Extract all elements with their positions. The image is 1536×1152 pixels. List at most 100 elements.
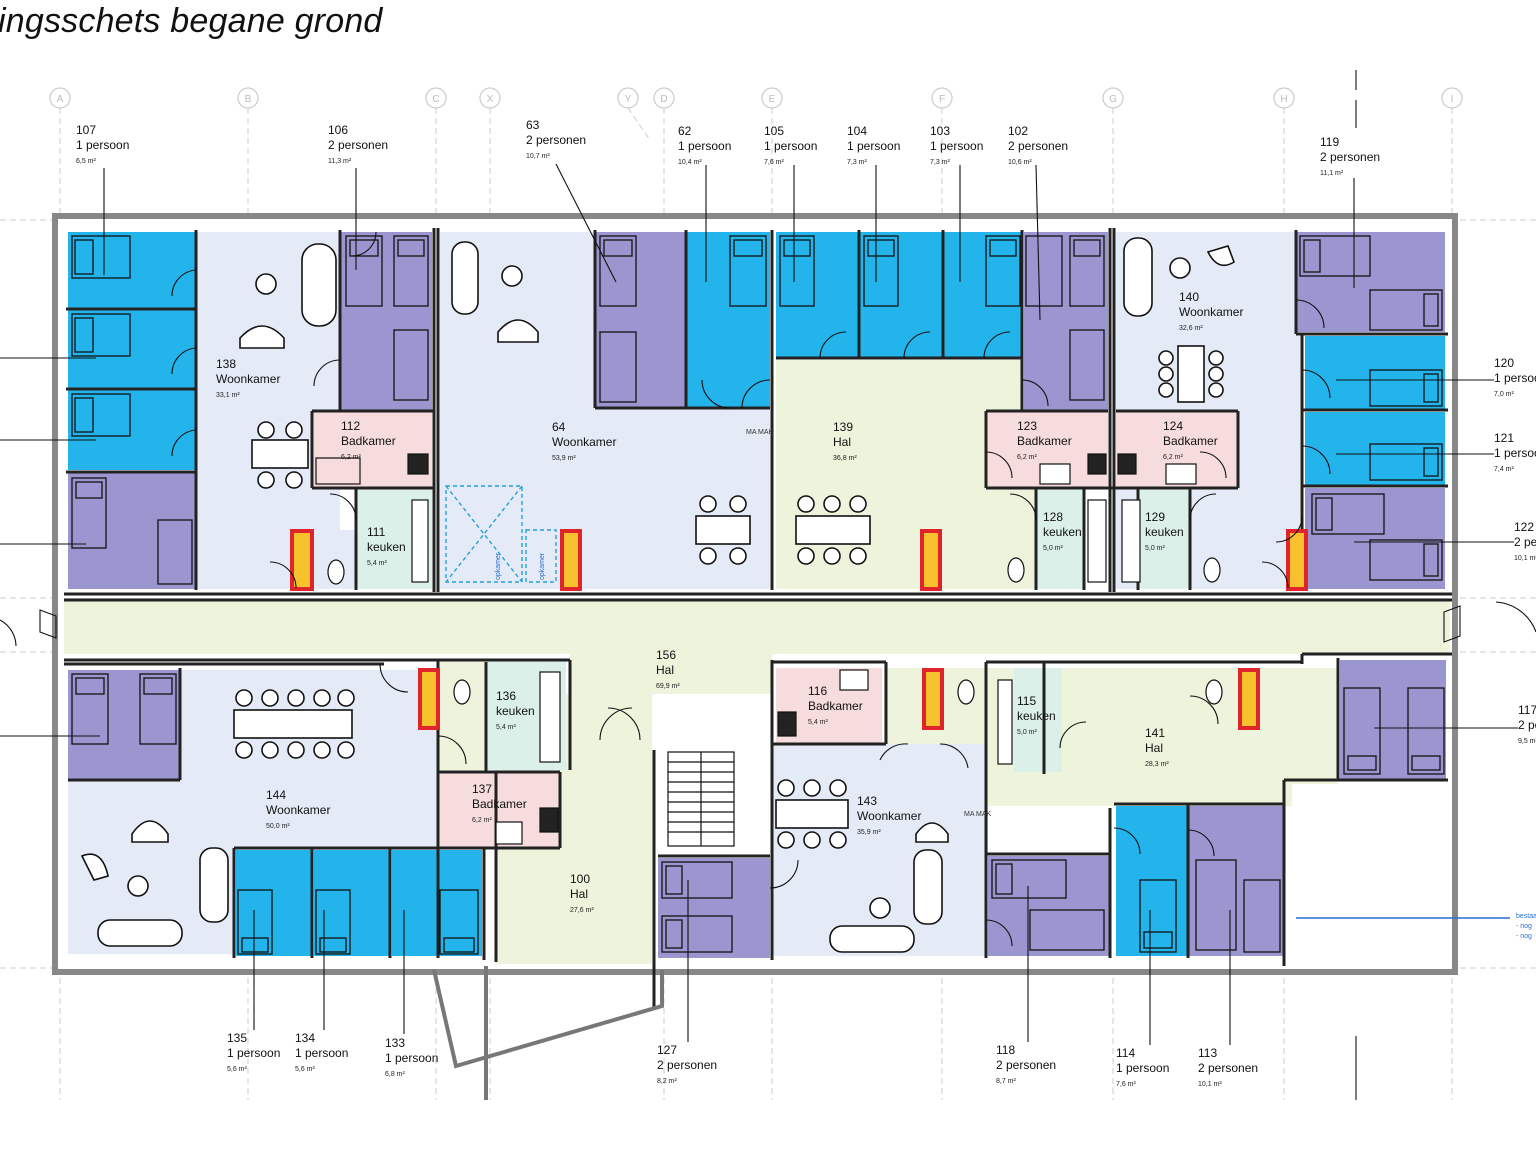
room-name: 1 persoon	[1116, 1061, 1169, 1075]
room-name: 1 persoon	[227, 1046, 280, 1060]
grid-label-A: A	[57, 94, 64, 105]
room-area: 6,2 m²	[472, 817, 493, 824]
room-area: 53,9 m²	[552, 455, 576, 462]
lift-void	[445, 485, 557, 583]
grid-label-D: D	[660, 94, 667, 105]
room-area: 6,8 m²	[385, 1071, 406, 1078]
furniture	[80, 237, 1235, 953]
room-number: 144	[266, 788, 286, 802]
room-area: 11,1 m²	[1320, 170, 1344, 177]
room-name: 1 persoon	[930, 139, 983, 153]
room-number: 122	[1514, 520, 1534, 534]
room-name: Badkamer	[808, 699, 863, 713]
room-area: 9,5 m²	[1518, 738, 1536, 745]
door-mark-2: MA MAK	[964, 811, 992, 818]
room-area: 7,3 m²	[930, 159, 951, 166]
room-name: keuken	[496, 704, 535, 718]
room-name: Badkamer	[1163, 434, 1218, 448]
room-name: Woonkamer	[266, 803, 330, 817]
room-area: 50,0 m²	[266, 823, 290, 830]
room-number: 137	[472, 782, 492, 796]
room-area: 10,7 m²	[526, 153, 550, 160]
room-number: 139	[833, 420, 853, 434]
grid-label-H: H	[1280, 94, 1287, 105]
grid-bubble-D	[653, 87, 675, 109]
room-area: 33,1 m²	[216, 392, 240, 399]
grid-label-B: B	[245, 94, 252, 105]
side-note-3: - nog	[1516, 933, 1532, 940]
side-note-1: bestaa	[1516, 913, 1536, 920]
room-name: Hal	[833, 435, 851, 449]
room-area: 32,6 m²	[1179, 325, 1203, 332]
room-number: 120	[1494, 356, 1514, 370]
grid-bubble-C	[425, 87, 447, 109]
room-number: 64	[552, 420, 566, 434]
room-area: 7,3 m²	[847, 159, 868, 166]
room-number: 133	[385, 1036, 405, 1050]
room-number: 115	[1017, 694, 1036, 708]
room-area: 5,6 m²	[227, 1066, 248, 1073]
room-number: 135	[227, 1031, 247, 1045]
room-number: 113	[1198, 1046, 1217, 1060]
room-name: 1 persoon	[764, 139, 817, 153]
room-number: 119	[1320, 135, 1339, 149]
room-name: Badkamer	[472, 797, 527, 811]
room-name: 1 persoon	[847, 139, 900, 153]
room-name: Hal	[570, 887, 588, 901]
grid-bubble-B	[237, 87, 259, 109]
room-number: 141	[1145, 726, 1165, 740]
room-number: 140	[1179, 290, 1199, 304]
room-name: 1 persoon	[295, 1046, 348, 1060]
grid-bubble-Y	[617, 87, 639, 109]
room-number: 117	[1518, 703, 1536, 717]
room-number: 143	[857, 794, 877, 808]
grid-label-F: F	[939, 94, 945, 105]
room-number: 112	[341, 419, 360, 433]
room-number: 136	[496, 689, 516, 703]
room-name: 2 personen	[1518, 718, 1536, 732]
room-area: 36,8 m²	[833, 455, 857, 462]
room-number: 103	[930, 124, 950, 138]
room-area: 8,7 m²	[996, 1078, 1017, 1085]
entrance-ramp	[432, 969, 664, 1069]
room-number: 63	[526, 118, 540, 132]
grid-bubble-I	[1441, 87, 1463, 109]
room-name: 1 persoon	[678, 139, 731, 153]
room-name: Woonkamer	[216, 372, 280, 386]
cabinet-label-1: opkamer	[495, 552, 502, 580]
room-name: 2 personen	[1008, 139, 1068, 153]
door-swings	[0, 231, 1536, 947]
room-area: 5,4 m²	[367, 560, 388, 567]
grid-bubble-E	[761, 87, 783, 109]
room-area: 5,0 m²	[1043, 545, 1064, 552]
room-area: 5,0 m²	[1017, 729, 1038, 736]
room-name: Woonkamer	[552, 435, 616, 449]
grid-label-E: E	[769, 94, 776, 105]
room-name: keuken	[1017, 709, 1056, 723]
room-area: 10,1 m²	[1514, 555, 1536, 562]
room-number: 104	[847, 124, 867, 138]
room-number: 127	[657, 1043, 677, 1057]
side-note-2: - nog	[1516, 923, 1532, 930]
